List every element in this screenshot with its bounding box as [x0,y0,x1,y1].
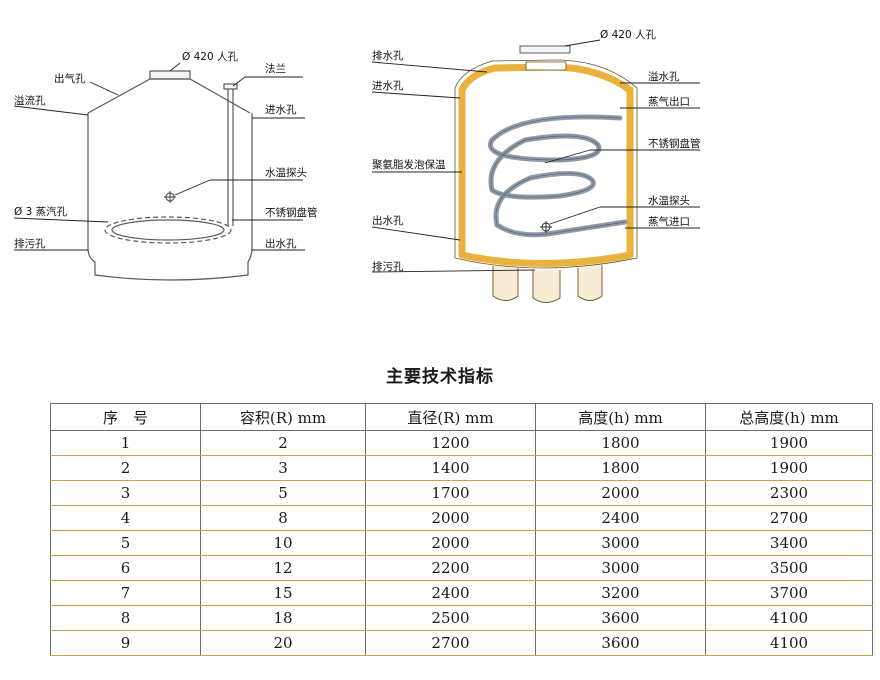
cell-diameter: 2000 [365,530,536,556]
cell-volume: 10 [200,530,366,556]
table-row: 6 12 2200 3000 3500 [50,555,873,581]
header-total-height: 总高度(h) mm [705,403,873,431]
right-label-steam-in: 蒸气进口 [648,215,690,228]
left-label-flange: 法兰 [265,62,286,75]
left-manhole-cover [149,70,191,80]
left-label-steam-hole: Ø 3 蒸汽孔 [14,205,68,218]
header-index: 序 号 [50,403,201,431]
cell-diameter: 2200 [365,555,536,581]
right-tank-insulation [458,63,634,267]
cell-volume: 15 [200,580,366,606]
cell-volume: 5 [200,480,366,506]
tank-diagrams: Ø 420 人孔 出气孔 溢流孔 法兰 进水孔 水温探头 Ø 3 蒸汽孔 不锈钢… [13,28,701,303]
cell-height: 3200 [535,580,706,606]
left-label-coil: 不锈钢盘管 [265,206,318,219]
left-label-inlet: 进水孔 [265,103,297,116]
cell-diameter: 2400 [365,580,536,606]
cell-index: 2 [50,455,201,481]
cell-diameter: 1700 [365,480,536,506]
cell-total-height: 3400 [705,530,873,556]
cell-index: 7 [50,580,201,606]
cell-total-height: 3700 [705,580,873,606]
cell-volume: 8 [200,505,366,531]
cell-diameter: 2700 [365,630,536,656]
cell-volume: 12 [200,555,366,581]
table-row: 5 10 2000 3000 3400 [50,530,873,556]
right-label-insulation: 聚氨脂发泡保温 [372,158,446,171]
left-label-temp-probe: 水温探头 [265,166,307,179]
table-row: 9 20 2700 3600 4100 [50,630,873,656]
cell-index: 6 [50,555,201,581]
cell-index: 3 [50,480,201,506]
right-label-drain-top: 排水孔 [372,49,404,62]
cell-height: 1800 [535,430,706,456]
cell-height: 2400 [535,505,706,531]
right-label-inlet: 进水孔 [372,79,404,92]
right-label-steam-out: 蒸气出口 [648,95,690,108]
table-header-row: 序 号 容积(R) mm 直径(R) mm 高度(h) mm 总高度(h) mm [50,403,873,431]
cell-volume: 3 [200,455,366,481]
cell-diameter: 1200 [365,430,536,456]
cell-height: 3000 [535,555,706,581]
table-row: 7 15 2400 3200 3700 [50,580,873,606]
left-coil [104,216,232,244]
cell-total-height: 1900 [705,455,873,481]
cell-volume: 18 [200,605,366,631]
table-row: 1 2 1200 1800 1900 [50,430,873,456]
header-diameter: 直径(R) mm [365,403,536,431]
cell-diameter: 2500 [365,605,536,631]
cell-index: 9 [50,630,201,656]
left-tank-roof [87,78,251,114]
table-row: 2 3 1400 1800 1900 [50,455,873,481]
right-label-coil: 不锈钢盘管 [648,137,701,150]
right-label-drain: 排污孔 [372,260,404,273]
cell-total-height: 1900 [705,430,873,456]
cell-total-height: 4100 [705,605,873,631]
cell-total-height: 3500 [705,555,873,581]
cell-total-height: 4100 [705,630,873,656]
left-label-overflow: 溢流孔 [14,94,46,107]
cell-height: 2000 [535,480,706,506]
left-label-vent: 出气孔 [54,72,86,85]
table-row: 3 5 1700 2000 2300 [50,480,873,506]
cell-total-height: 2700 [705,505,873,531]
spec-table: 序 号 容积(R) mm 直径(R) mm 高度(h) mm 总高度(h) mm… [50,403,873,656]
right-label-outlet: 出水孔 [372,214,404,227]
right-tank-legs [492,265,603,303]
cell-index: 8 [50,605,201,631]
table-row: 8 18 2500 3600 4100 [50,605,873,631]
cell-total-height: 2300 [705,480,873,506]
header-height: 高度(h) mm [535,403,706,431]
header-volume: 容积(R) mm [200,403,366,431]
table-row: 4 8 2000 2400 2700 [50,505,873,531]
right-label-manhole: Ø 420 人孔 [600,28,656,41]
cell-volume: 2 [200,430,366,456]
left-label-drain: 排污孔 [14,237,46,250]
left-tank-diagram [87,70,253,281]
right-manhole-cover [519,45,571,54]
right-coil [488,114,628,238]
cell-height: 3600 [535,605,706,631]
left-label-manhole: Ø 420 人孔 [182,50,238,63]
cell-height: 3000 [535,530,706,556]
right-tank-diagram [454,45,638,303]
cell-diameter: 2000 [365,505,536,531]
cell-index: 5 [50,530,201,556]
cell-diameter: 1400 [365,455,536,481]
left-flange [223,83,238,90]
right-label-temp-probe: 水温探头 [648,194,690,207]
right-label-overflow: 溢水孔 [648,70,680,83]
cell-index: 4 [50,505,201,531]
cell-volume: 20 [200,630,366,656]
cell-height: 1800 [535,455,706,481]
table-title: 主要技术指标 [386,367,494,387]
cell-index: 1 [50,430,201,456]
left-tank-body [87,113,253,281]
left-label-outlet: 出水孔 [265,237,297,250]
cell-height: 3600 [535,630,706,656]
